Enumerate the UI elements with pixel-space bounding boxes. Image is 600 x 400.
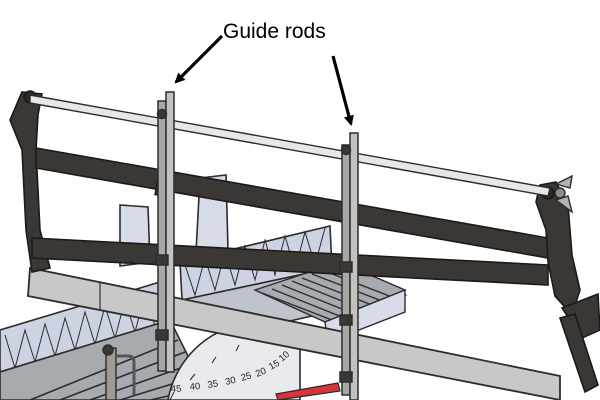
protractor-label-45: 45 <box>171 383 182 395</box>
protractor-label-25: 25 <box>240 370 253 384</box>
callout-arrow-right <box>331 55 354 126</box>
wing-nut <box>554 174 574 214</box>
guide-rod-left <box>155 91 175 373</box>
protractor-label-15: 15 <box>267 358 282 373</box>
callout-arrows <box>174 34 354 126</box>
locking-pin <box>102 344 136 400</box>
protractor-label-30: 30 <box>224 375 237 388</box>
protractor-label-40: 40 <box>189 381 201 393</box>
protractor-label-20: 20 <box>254 366 268 380</box>
protractor-label-35: 35 <box>207 378 219 391</box>
angle-pointer <box>275 382 341 400</box>
callout-arrow-left <box>174 34 224 84</box>
callout-label: Guide rods <box>223 20 326 43</box>
guide-rod-right <box>339 132 359 400</box>
